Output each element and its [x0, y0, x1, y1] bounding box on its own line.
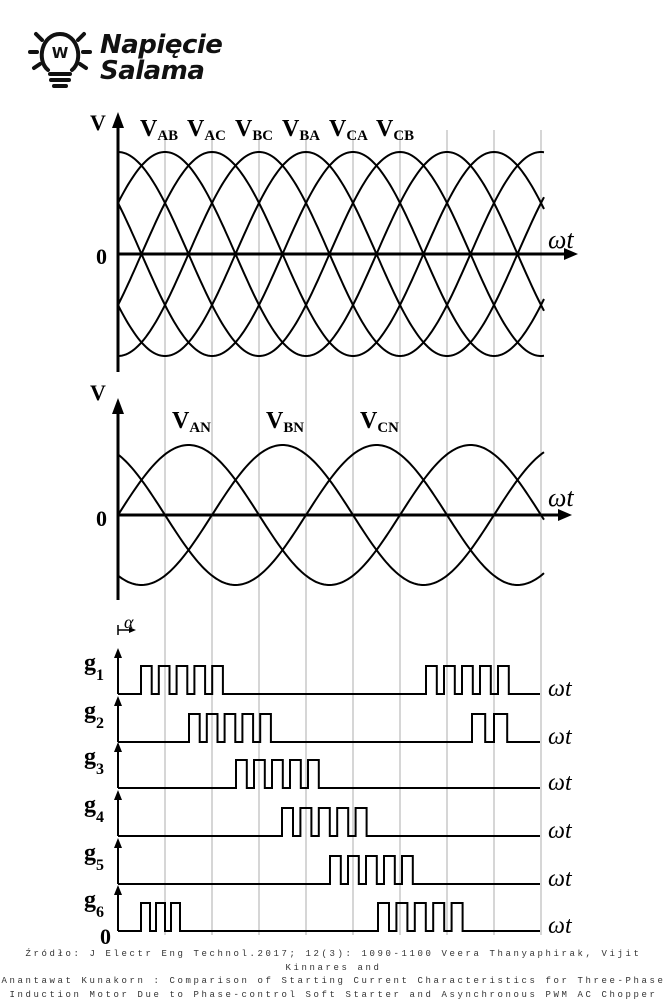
signal-axis-arrow — [114, 696, 122, 706]
bottom-zero-label: 0 — [100, 924, 111, 945]
source-line-2: Anantawat Kunakorn : Comparison of Start… — [0, 975, 667, 989]
gate-label: g3 — [84, 744, 104, 778]
curve-label: VCA — [329, 116, 368, 144]
curve-label: VBC — [235, 116, 273, 144]
x-axis-label: ωt — [548, 818, 573, 844]
gate-signal-panel: α 0 g1 ωt g2 ωt g3 ωt g4 ωt g5 ωt g6 ωt — [84, 612, 573, 945]
curve-label: VBN — [266, 408, 304, 436]
signal-axis-arrow — [114, 790, 122, 800]
gate-pulse-train — [118, 856, 540, 884]
gate-label: g1 — [84, 650, 104, 684]
curve-label: VCB — [376, 116, 414, 144]
curve-label: VAN — [172, 408, 211, 436]
signal-axis-arrow — [114, 742, 122, 752]
gate-pulse-train — [118, 760, 540, 788]
x-axis-label: ωt — [548, 225, 574, 254]
source-citation: Źródło: J Electr Eng Technol.2017; 12(3)… — [0, 948, 667, 1002]
y-axis-label: V — [90, 380, 106, 405]
curve-label: VAC — [187, 116, 226, 144]
phase-voltage-panel: V 0 ωt VAN VBN VCN — [90, 380, 574, 600]
gate-label: g2 — [84, 698, 104, 732]
gate-signals: g1 ωt g2 ωt g3 ωt g4 ωt g5 ωt g6 ωt — [84, 648, 573, 939]
x-axis-label: ωt — [548, 483, 574, 512]
alpha-label: α — [124, 612, 134, 632]
gate-label: g6 — [84, 887, 104, 921]
gate-pulse-train — [118, 666, 540, 694]
gate-pulse-train — [118, 903, 540, 931]
gate-pulse-train — [118, 714, 540, 742]
gate-pulse-train — [118, 808, 540, 836]
phase-voltage-labels: VAN VBN VCN — [172, 408, 399, 436]
y-axis-arrow — [112, 112, 124, 128]
x-axis-label: ωt — [548, 724, 573, 750]
line-voltage-panel: V 0 ωt VAB VAC VBC VBA VCA VCB — [90, 110, 578, 372]
source-line-1: Źródło: J Electr Eng Technol.2017; 12(3)… — [0, 948, 667, 975]
x-axis-label: ωt — [548, 770, 573, 796]
x-axis-label: ωt — [548, 866, 573, 892]
zero-label: 0 — [96, 506, 107, 531]
x-axis-label: ωt — [548, 913, 573, 939]
gate-label: g5 — [84, 840, 104, 874]
x-axis-label: ωt — [548, 676, 573, 702]
curve-label: VAB — [140, 116, 178, 144]
curve-label: VCN — [360, 408, 399, 436]
signal-axis-arrow — [114, 838, 122, 848]
signal-axis-arrow — [114, 648, 122, 658]
y-axis-arrow — [112, 398, 124, 414]
curve-label: VBA — [282, 116, 320, 144]
line-voltage-labels: VAB VAC VBC VBA VCA VCB — [140, 116, 414, 144]
phase-guide-lines — [165, 130, 541, 935]
signal-axis-arrow — [114, 885, 122, 895]
y-axis-label: V — [90, 110, 106, 135]
zero-label: 0 — [96, 244, 107, 269]
gate-label: g4 — [84, 792, 104, 826]
